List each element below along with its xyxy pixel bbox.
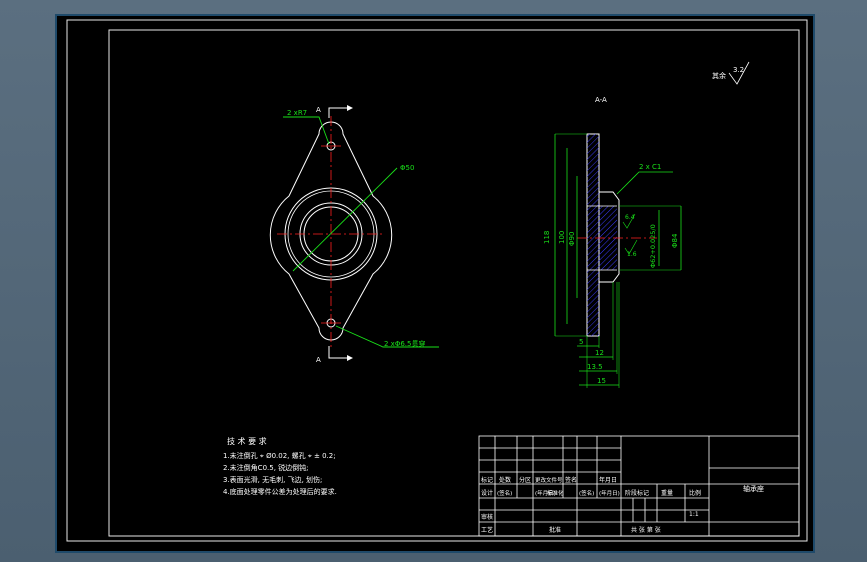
tb-count: 处数 — [499, 476, 511, 484]
section-mark-bottom: A — [316, 356, 321, 364]
roughness-value: 3.2 — [733, 66, 744, 74]
tech-req-line-1: 1.未注倒孔 ⌖ Ø0.02, 螺孔 ⌖ ± 0.2; — [223, 451, 336, 460]
leader-top-hole — [283, 116, 330, 145]
label-chamfer: 2 x C1 — [639, 163, 661, 171]
rough-2: 1.6 — [627, 251, 637, 258]
tb-weight: 重量 — [661, 489, 673, 497]
section-mark-top: A — [316, 106, 321, 114]
tech-req-title: 技 术 要 求 — [227, 436, 267, 446]
tech-req-line-4: 4.底面处理零件公差为处理后的要求. — [223, 487, 337, 496]
label-bottom-holes: 2 xΦ6.5贯穿 — [384, 339, 425, 348]
tb-stage-mark: 阶段标记 — [625, 489, 649, 497]
flange-outline — [269, 121, 393, 341]
tb-scale: 比例 — [689, 489, 701, 497]
tb-change-doc: 更改文件号 — [535, 476, 563, 484]
tb-date: 年月日 — [599, 476, 617, 484]
section-arrow-top — [328, 107, 351, 118]
label-118: 118 — [543, 231, 551, 244]
technical-requirements: 技 术 要 求 1.未注倒孔 ⌖ Ø0.02, 螺孔 ⌖ ± 0.2; 2.未注… — [223, 436, 337, 496]
tech-req-line-3: 3.表面光滑, 无毛刺, 飞边, 划伤; — [223, 475, 322, 484]
tb-date2: (年月日) — [535, 489, 556, 497]
section-arrow-bottom — [328, 346, 351, 359]
label-12: 12 — [595, 349, 604, 357]
tb-sign2: (签名) — [497, 489, 512, 497]
label-15: 15 — [597, 377, 606, 385]
hub-outline — [599, 191, 620, 283]
cad-drawing: 其余 3.2 A A 2 xR7 Φ50 2 xΦ6.5贯穿 A — [66, 19, 808, 542]
tech-req-line-2: 2.未注倒角C0.5, 锐边倒钝; — [223, 463, 309, 472]
title-block-text: 标记 处数 分区 更改文件号 签名 年月日 设计 (签名) (年月日) 标准化 … — [481, 476, 764, 534]
tb-mark: 标记 — [481, 476, 493, 484]
roughness-symbol — [728, 61, 750, 85]
inner-border — [108, 29, 800, 537]
roughness-note: 其余 — [712, 71, 726, 80]
tb-craft: 工艺 — [481, 526, 493, 534]
rough-1: 6.4 — [625, 214, 635, 221]
tb-part-name: 轴承座 — [743, 484, 764, 493]
leader-chamfer — [616, 171, 673, 195]
front-view: A A 2 xR7 Φ50 2 xΦ6.5贯穿 — [269, 105, 439, 364]
label-84: Φ84 — [671, 233, 679, 248]
tb-scale-value: 1:1 — [689, 511, 699, 518]
tb-date3: (年月日) — [599, 489, 620, 497]
drawing-sheet: 其余 3.2 A A 2 xR7 Φ50 2 xΦ6.5贯穿 A — [55, 14, 815, 553]
tb-sign: 签名 — [565, 476, 577, 484]
section-title: A-A — [595, 96, 607, 104]
label-5: 5 — [579, 338, 583, 346]
tb-zone: 分区 — [519, 476, 531, 484]
title-block — [478, 435, 800, 537]
label-13-5: 13.5 — [587, 363, 603, 371]
label-top-hole: 2 xR7 — [287, 109, 307, 117]
tb-review: 审核 — [481, 513, 493, 521]
leader-bottom-holes — [335, 325, 439, 348]
leader-boss-dia — [292, 167, 398, 272]
tb-standard: 标准化 — [547, 489, 564, 497]
outer-border — [66, 19, 808, 542]
tb-sign3: (签名) — [579, 489, 594, 497]
tb-design: 设计 — [481, 489, 493, 497]
label-90: Φ90 — [568, 232, 576, 246]
tb-approve: 批准 — [549, 526, 561, 534]
label-100: 100 — [558, 231, 566, 244]
label-boss-dia: Φ50 — [400, 164, 414, 172]
tb-sheets: 共 张 第 张 — [631, 526, 661, 534]
label-62: Φ62+0.025/0 — [649, 224, 657, 268]
section-view: A-A 118 100 Φ90 Φ84 Φ62+0.025/0 2 x C1 6… — [543, 96, 682, 388]
